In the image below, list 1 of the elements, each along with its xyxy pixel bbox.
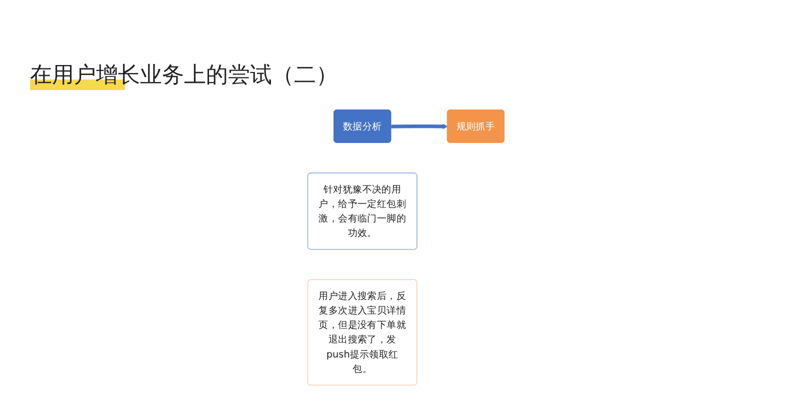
arrow xyxy=(391,124,448,130)
